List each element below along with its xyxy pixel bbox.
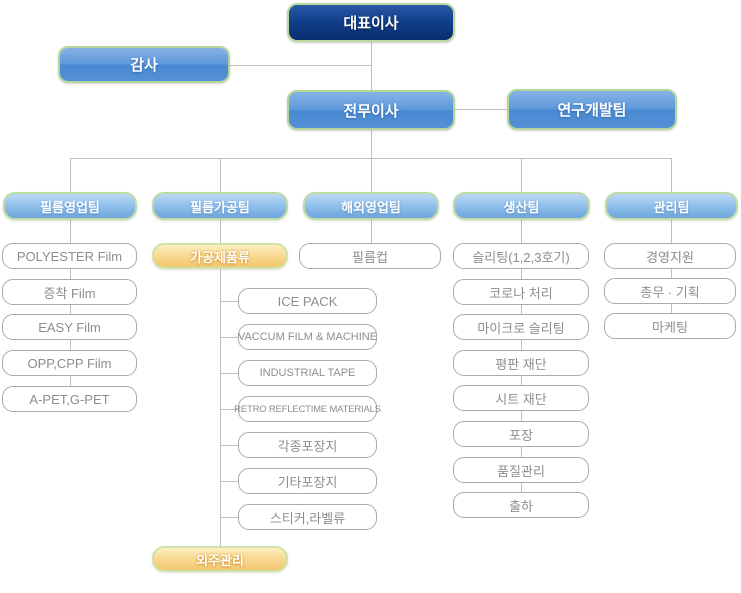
group-processed-products: 가공제품류 (152, 243, 288, 269)
org-item: RETRO REFLECTIME MATERIALS (234, 396, 381, 422)
connector-line (455, 109, 507, 110)
org-item: 포장 (453, 421, 589, 447)
org-item: 마이크로 슬리팅 (453, 314, 589, 340)
org-item: 시트 재단 (453, 385, 589, 411)
org-item: 평판 재단 (453, 350, 589, 376)
org-item: OPP,CPP Film (2, 350, 137, 376)
connector-line (220, 158, 221, 546)
node-executive-director: 전무이사 (287, 90, 455, 130)
org-item: 슬리팅(1,2,3호기) (453, 243, 589, 269)
connector-line (220, 373, 238, 374)
connector-line (230, 65, 371, 66)
node-rnd-team: 연구개발팀 (507, 89, 677, 130)
connector-line (70, 158, 671, 159)
dept-header-film-sales: 필름영업팀 (3, 192, 137, 220)
org-item: POLYESTER Film (2, 243, 137, 269)
org-item: 경영지원 (604, 243, 736, 269)
connector-line (220, 517, 238, 518)
org-item: ICE PACK (238, 288, 377, 314)
org-item: 출하 (453, 492, 589, 518)
node-auditor: 감사 (58, 46, 230, 83)
org-item: 증착 Film (2, 279, 137, 305)
connector-line (371, 42, 372, 243)
org-item: EASY Film (2, 314, 137, 340)
org-item: 총무 · 기획 (604, 278, 736, 304)
org-item: 각종포장지 (238, 432, 377, 458)
dept-header-production: 생산팀 (453, 192, 590, 220)
connector-line (70, 158, 71, 386)
connector-line (220, 301, 238, 302)
org-item: 필름컵 (299, 243, 441, 269)
connector-line (220, 409, 238, 410)
org-item: 마케팅 (604, 313, 736, 339)
connector-line (671, 158, 672, 313)
dept-header-overseas-sales: 해외영업팀 (303, 192, 439, 220)
org-item: VACCUM FILM & MACHINE (238, 324, 377, 350)
node-ceo: 대표이사 (287, 3, 455, 42)
org-item: 스티커,라벨류 (238, 504, 377, 530)
org-item: 기타포장지 (238, 468, 377, 494)
org-item: A-PET,G-PET (2, 386, 137, 412)
dept-header-film-processing: 필름가공팀 (152, 192, 288, 220)
org-item: 코로나 처리 (453, 279, 589, 305)
dept-header-management: 관리팀 (605, 192, 738, 220)
connector-line (220, 445, 238, 446)
org-item: INDUSTRIAL TAPE (238, 360, 377, 386)
org-item: 품질관리 (453, 457, 589, 483)
group-outsourcing: 외주관리 (152, 546, 288, 572)
connector-line (220, 337, 238, 338)
connector-line (220, 481, 238, 482)
